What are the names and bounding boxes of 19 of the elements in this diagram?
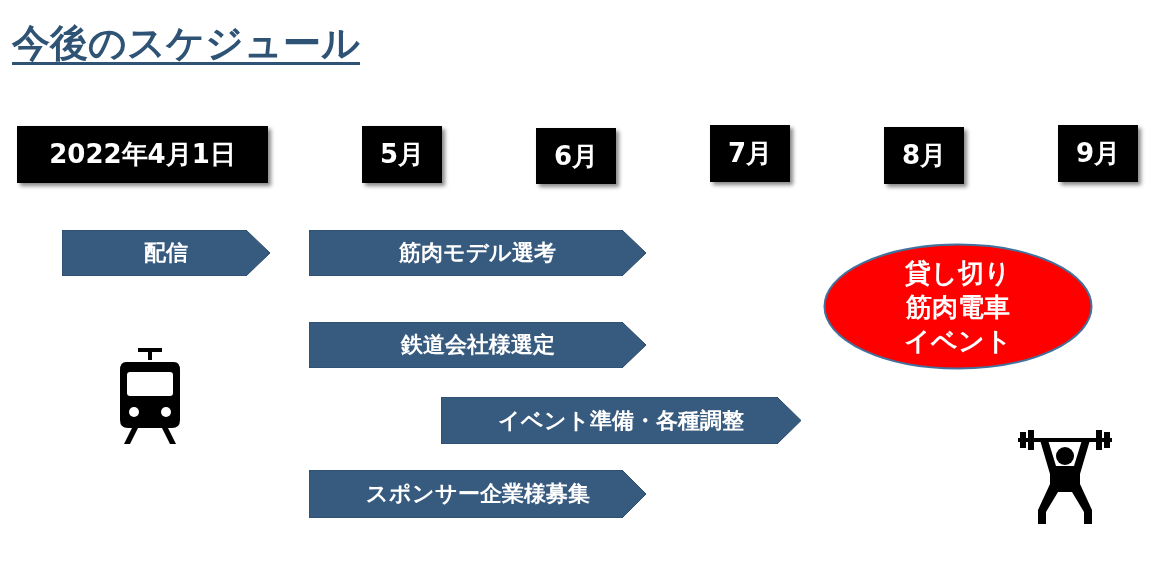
month-label: 9月 — [1058, 125, 1138, 182]
chevron-bar — [309, 322, 646, 368]
chevron-bar — [309, 230, 646, 276]
month-label: 5月 — [362, 126, 442, 183]
month-label: 2022年4月1日 — [17, 126, 268, 183]
month-label: 8月 — [884, 127, 964, 184]
chevron-bar — [62, 230, 270, 276]
task-label: 筋肉モデル選考 — [399, 239, 556, 267]
month-label: 6月 — [536, 128, 616, 184]
chevron-bar — [309, 470, 646, 518]
page-title: 今後のスケジュール — [12, 20, 360, 67]
task-label: 配信 — [144, 239, 188, 267]
chevron-bar — [441, 397, 801, 444]
task-label: 鉄道会社様選定 — [400, 331, 555, 359]
month-label: 7月 — [710, 125, 790, 182]
event-label: 貸し切り筋肉電車イベント — [904, 256, 1012, 358]
task-label: イベント準備・各種調整 — [498, 406, 744, 435]
event-ellipse — [823, 243, 1093, 370]
task-label: スポンサー企業様募集 — [365, 480, 590, 508]
